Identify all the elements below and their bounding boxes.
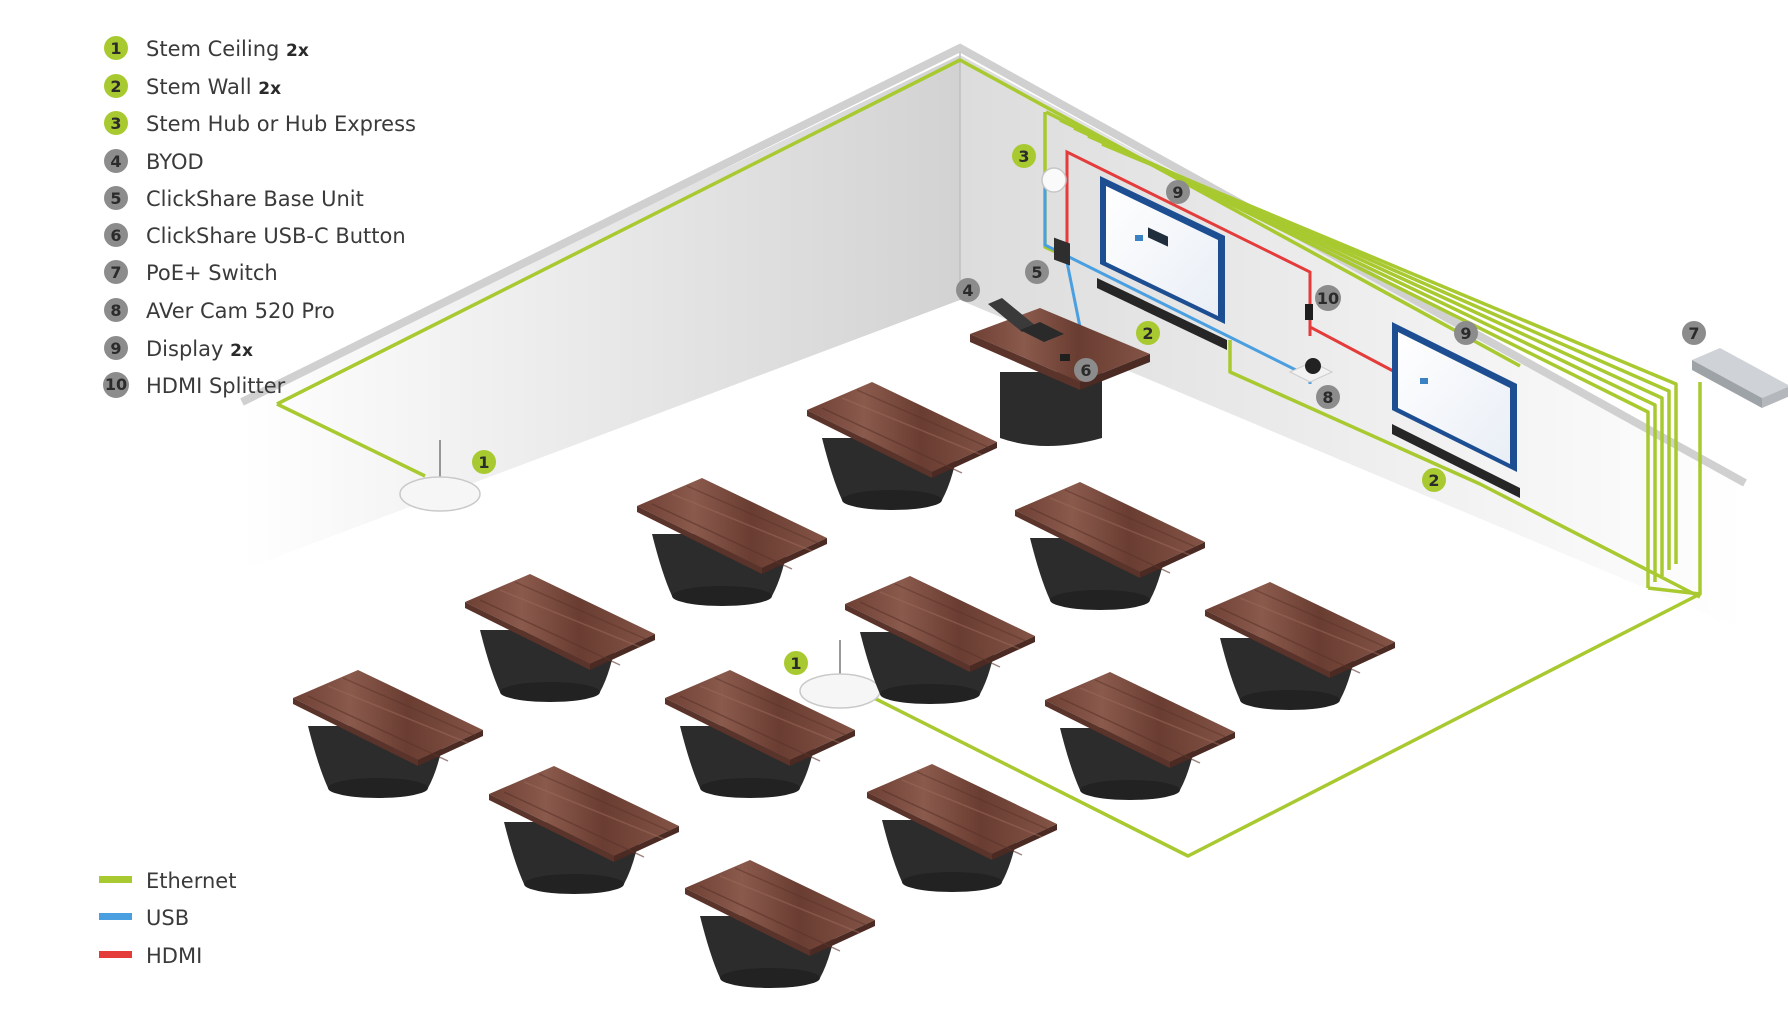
svg-text:6: 6 xyxy=(1080,361,1091,380)
legend-item-7: 7 PoE+ Switch xyxy=(104,260,278,285)
clickshare-base-unit xyxy=(1054,237,1070,266)
legend-item-2: 2 Stem Wall 2x xyxy=(104,74,281,99)
svg-text:7: 7 xyxy=(1688,324,1699,343)
svg-text:8: 8 xyxy=(1322,388,1333,407)
hdmi-cables xyxy=(1065,149,1396,374)
cable-legend: Ethernet USB HDMI xyxy=(99,869,236,968)
left-wall xyxy=(242,55,960,570)
svg-text:9: 9 xyxy=(1172,183,1183,202)
svg-text:HDMI Splitter: HDMI Splitter xyxy=(146,374,286,398)
svg-text:5: 5 xyxy=(1031,263,1042,282)
stem-ceiling-mic-left xyxy=(399,440,481,512)
svg-text:2: 2 xyxy=(1142,324,1153,343)
wall-top-edge xyxy=(240,43,1747,487)
svg-text:Stem Hub or Hub Express: Stem Hub or Hub Express xyxy=(146,112,416,136)
diagram-badges: 1 1 2 2 3 4 5 6 7 8 9 9 10 xyxy=(472,144,1706,675)
svg-text:USB: USB xyxy=(146,906,189,930)
svg-text:PoE+ Switch: PoE+ Switch xyxy=(146,261,278,285)
svg-text:7: 7 xyxy=(110,263,121,282)
svg-text:2: 2 xyxy=(1428,471,1439,490)
badge-9-left: 9 xyxy=(1166,180,1190,204)
cable-legend-hdmi: HDMI xyxy=(99,944,202,968)
badge-2-left: 2 xyxy=(1136,321,1160,345)
svg-text:6: 6 xyxy=(110,226,121,245)
badge-1-left: 1 xyxy=(472,450,496,474)
svg-text:4: 4 xyxy=(962,281,973,300)
legend-item-10: 10 HDMI Splitter xyxy=(103,372,286,398)
legend-item-6: 6 ClickShare USB-C Button xyxy=(104,223,406,248)
svg-text:ClickShare USB-C Button: ClickShare USB-C Button xyxy=(146,224,406,248)
svg-text:1: 1 xyxy=(110,39,121,58)
byod-laptop xyxy=(988,298,1036,332)
cable-legend-ethernet: Ethernet xyxy=(99,869,236,893)
badge-9-right: 9 xyxy=(1454,321,1478,345)
svg-text:9: 9 xyxy=(110,339,121,358)
svg-text:10: 10 xyxy=(105,375,127,394)
svg-text:AVer Cam 520 Pro: AVer Cam 520 Pro xyxy=(146,299,335,323)
legend-item-8: 8 AVer Cam 520 Pro xyxy=(104,298,335,323)
display-right xyxy=(1392,322,1517,472)
teacher-desk xyxy=(970,298,1150,446)
stem-hub-device xyxy=(1041,167,1067,193)
badge-8: 8 xyxy=(1316,385,1340,409)
svg-text:Stem Ceiling 2x: Stem Ceiling 2x xyxy=(146,37,309,61)
svg-text:10: 10 xyxy=(1317,289,1339,308)
badge-7: 7 xyxy=(1682,321,1706,345)
stem-wall-bar-right xyxy=(1392,424,1520,498)
component-legend: 1 Stem Ceiling 2x 2 Stem Wall 2x 3 Stem … xyxy=(103,36,416,398)
legend-item-3: 3 Stem Hub or Hub Express xyxy=(104,111,416,136)
svg-text:Stem Wall 2x: Stem Wall 2x xyxy=(146,75,281,99)
badge-10: 10 xyxy=(1315,285,1341,311)
svg-text:3: 3 xyxy=(110,114,121,133)
hdmi-splitter xyxy=(1305,304,1313,320)
badge-4: 4 xyxy=(956,278,980,302)
legend-item-5: 5 ClickShare Base Unit xyxy=(104,186,364,211)
aver-camera xyxy=(1288,358,1334,383)
badge-6: 6 xyxy=(1074,358,1098,382)
right-wall xyxy=(960,55,1745,630)
svg-text:1: 1 xyxy=(478,453,489,472)
clickshare-usbc-button xyxy=(1060,354,1070,361)
badge-5: 5 xyxy=(1025,260,1049,284)
svg-text:9: 9 xyxy=(1460,324,1471,343)
badge-2-right: 2 xyxy=(1422,468,1446,492)
svg-text:Ethernet: Ethernet xyxy=(146,869,236,893)
svg-text:2: 2 xyxy=(110,77,121,96)
svg-text:BYOD: BYOD xyxy=(146,150,204,174)
svg-text:5: 5 xyxy=(110,189,121,208)
svg-text:HDMI: HDMI xyxy=(146,944,202,968)
legend-item-4: 4 BYOD xyxy=(104,149,204,174)
poe-switch xyxy=(1692,348,1788,408)
svg-text:3: 3 xyxy=(1018,147,1029,166)
ethernet-cables xyxy=(276,58,1702,858)
svg-text:ClickShare Base Unit: ClickShare Base Unit xyxy=(146,187,364,211)
svg-text:Display 2x: Display 2x xyxy=(146,337,253,361)
legend-item-1: 1 Stem Ceiling 2x xyxy=(104,36,309,61)
stem-wall-bar-left xyxy=(1097,278,1227,350)
badge-1-center: 1 xyxy=(784,651,808,675)
badge-3: 3 xyxy=(1012,144,1036,168)
cable-legend-usb: USB xyxy=(99,906,189,930)
svg-text:1: 1 xyxy=(790,654,801,673)
display-left xyxy=(1100,176,1225,324)
legend-item-9: 9 Display 2x xyxy=(104,336,253,361)
svg-text:8: 8 xyxy=(110,301,121,320)
svg-text:4: 4 xyxy=(110,152,121,171)
